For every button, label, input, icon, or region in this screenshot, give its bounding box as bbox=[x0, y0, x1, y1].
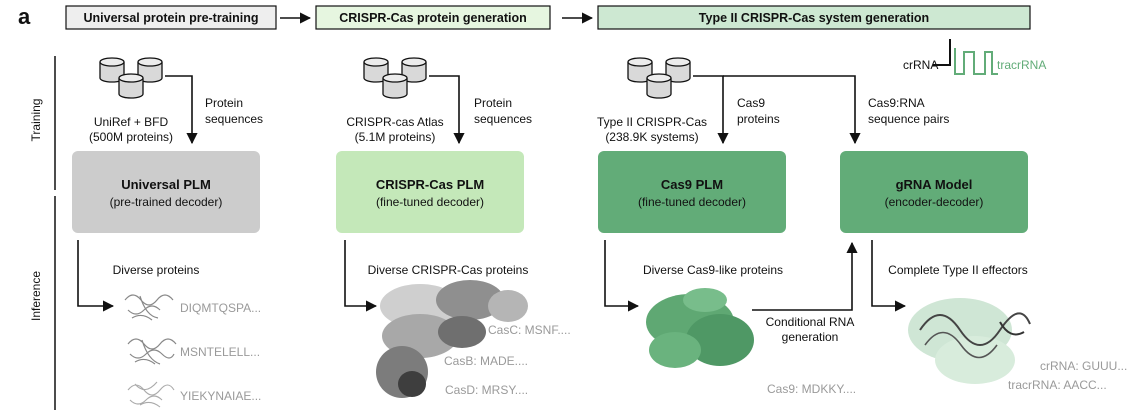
model-subtitle: (pre-trained decoder) bbox=[110, 195, 223, 209]
conditional-label-line2: generation bbox=[782, 330, 839, 344]
output-casd: CasD: MRSY.... bbox=[445, 383, 528, 397]
output-title: Diverse Cas9-like proteins bbox=[643, 263, 783, 277]
pipeline-step-2-box bbox=[315, 5, 551, 30]
output-casc: CasC: MSNF.... bbox=[488, 323, 571, 337]
conditional-label-line1: Conditional RNA bbox=[766, 315, 855, 329]
conditional-rna-arrow bbox=[752, 241, 858, 311]
column-universal: UniRef + BFD (500M proteins) Protein seq… bbox=[72, 57, 263, 408]
casc-structure bbox=[380, 280, 528, 328]
model-box bbox=[598, 151, 786, 233]
rna-legend: crRNA tracrRNA bbox=[903, 39, 1046, 75]
column-cas9: Type II CRISPR-Cas (238.9K systems) Cas9… bbox=[597, 57, 861, 396]
model-title: gRNA Model bbox=[896, 177, 973, 192]
database-icon bbox=[99, 57, 163, 99]
pipeline-step-1-label: Universal protein pre-training bbox=[83, 11, 258, 25]
model-box bbox=[840, 151, 1028, 233]
inference-arrow bbox=[77, 240, 115, 312]
model-subtitle: (fine-tuned decoder) bbox=[376, 195, 484, 209]
output-title: Diverse CRISPR-Cas proteins bbox=[368, 263, 529, 277]
output-title: Complete Type II effectors bbox=[888, 263, 1028, 277]
column-crispr-cas: CRISPR-cas Atlas (5.1M proteins) Protein… bbox=[336, 57, 571, 398]
output-title: Diverse proteins bbox=[113, 263, 200, 277]
database-name: UniRef + BFD bbox=[94, 115, 169, 129]
arrow-label-line1: Cas9 bbox=[737, 96, 765, 110]
database-size: (500M proteins) bbox=[89, 130, 173, 144]
output-seq-1: DIQMTQSPA... bbox=[180, 301, 261, 315]
database-name: CRISPR-cas Atlas bbox=[346, 115, 443, 129]
arrow-label-line2: sequences bbox=[205, 112, 263, 126]
pipeline-step-3-label: Type II CRISPR-Cas system generation bbox=[699, 11, 929, 25]
cas9-structure bbox=[646, 288, 754, 368]
panel-label: a bbox=[18, 4, 31, 29]
output-seq-2: MSNTELELL... bbox=[180, 345, 260, 359]
training-arrow bbox=[429, 75, 465, 145]
database-name: Type II CRISPR-Cas bbox=[597, 115, 707, 129]
crrna-glyph bbox=[933, 39, 951, 66]
column-grna: Cas9:RNA sequence pairs gRNA Model (enco… bbox=[840, 96, 1127, 392]
pipeline-step-1-box bbox=[65, 5, 277, 30]
database-size: (238.9K systems) bbox=[605, 130, 698, 144]
training-row-label: Training bbox=[29, 99, 43, 142]
protein-structure-1 bbox=[124, 294, 174, 321]
training-arrow bbox=[165, 75, 198, 145]
model-box bbox=[336, 151, 524, 233]
tracrrna-glyph bbox=[954, 48, 998, 75]
output-cas9: Cas9: MDKKY.... bbox=[767, 382, 856, 396]
protein-structure-2 bbox=[127, 338, 177, 365]
row-labels: Training Inference bbox=[29, 56, 56, 410]
model-title: Universal PLM bbox=[121, 177, 211, 192]
pipeline-step-3-box bbox=[597, 5, 1031, 30]
inference-arrow bbox=[871, 240, 907, 312]
arrow-label-line2: sequences bbox=[474, 112, 532, 126]
model-title: Cas9 PLM bbox=[661, 177, 723, 192]
crrna-label: crRNA bbox=[903, 58, 938, 72]
inference-row-label: Inference bbox=[29, 271, 43, 321]
training-arrow-pairs bbox=[723, 75, 861, 145]
database-icon bbox=[363, 57, 427, 99]
inference-arrow bbox=[344, 240, 378, 312]
database-icon bbox=[627, 57, 691, 99]
output-seq-3: YIEKYNAIAE... bbox=[180, 389, 261, 403]
casd-structure bbox=[376, 346, 428, 398]
pipeline-step-2-label: CRISPR-Cas protein generation bbox=[339, 11, 527, 25]
arrow-label-line2: sequence pairs bbox=[868, 112, 949, 126]
arrow-label-line1: Protein bbox=[474, 96, 512, 110]
model-subtitle: (encoder-decoder) bbox=[885, 195, 984, 209]
effector-structure bbox=[908, 298, 1031, 384]
database-size: (5.1M proteins) bbox=[355, 130, 436, 144]
model-title: CRISPR-Cas PLM bbox=[376, 177, 484, 192]
arrow-label-line1: Cas9:RNA bbox=[868, 96, 925, 110]
pipeline-header: Universal protein pre-training CRISPR-Ca… bbox=[65, 5, 1031, 30]
protein-structure-3 bbox=[127, 381, 175, 408]
output-tracrrna: tracrRNA: AACC... bbox=[1008, 378, 1107, 392]
model-subtitle: (fine-tuned decoder) bbox=[638, 195, 746, 209]
arrow-label-line1: Protein bbox=[205, 96, 243, 110]
tracrrna-label: tracrRNA bbox=[997, 58, 1046, 72]
inference-arrow bbox=[604, 240, 640, 312]
model-box bbox=[72, 151, 260, 233]
arrow-label-line2: proteins bbox=[737, 112, 780, 126]
output-casb: CasB: MADE.... bbox=[444, 354, 528, 368]
output-crrna: crRNA: GUUU... bbox=[1040, 359, 1127, 373]
